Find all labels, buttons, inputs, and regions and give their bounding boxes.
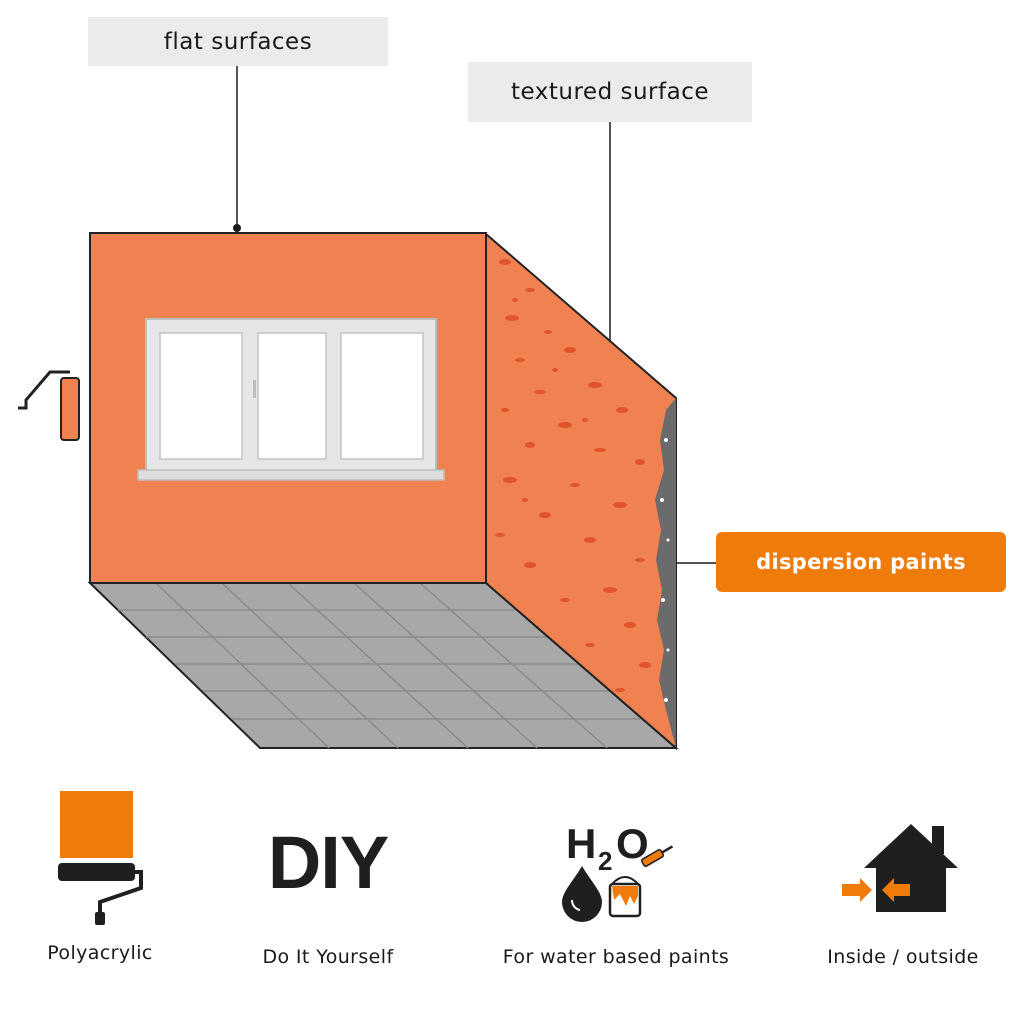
feature-label-diy: Do It Yourself (262, 946, 394, 968)
callout-dispersion-paints: dispersion paints (716, 532, 1006, 592)
house-inside-outside-icon (842, 824, 958, 912)
feature-label-polyacrylic: Polyacrylic (47, 942, 153, 964)
feature-label-water-based: For water based paints (502, 946, 730, 968)
paint-roller-icon (58, 791, 143, 925)
svg-text:2: 2 (598, 846, 612, 876)
h2o-logo: H (566, 820, 596, 867)
leader-dot-flat (233, 224, 241, 232)
diy-logo: DIY (267, 821, 389, 904)
water-drop-paint-bucket-icon: H 2 O (562, 820, 674, 922)
tiled-floor (87, 582, 679, 749)
callout-textured-surface: textured surface (468, 62, 752, 122)
wall-roller-icon (18, 370, 80, 441)
window (137, 318, 445, 481)
callout-flat-surfaces: flat surfaces (88, 17, 388, 66)
feature-label-inside-outside: Inside / outside (827, 946, 979, 968)
